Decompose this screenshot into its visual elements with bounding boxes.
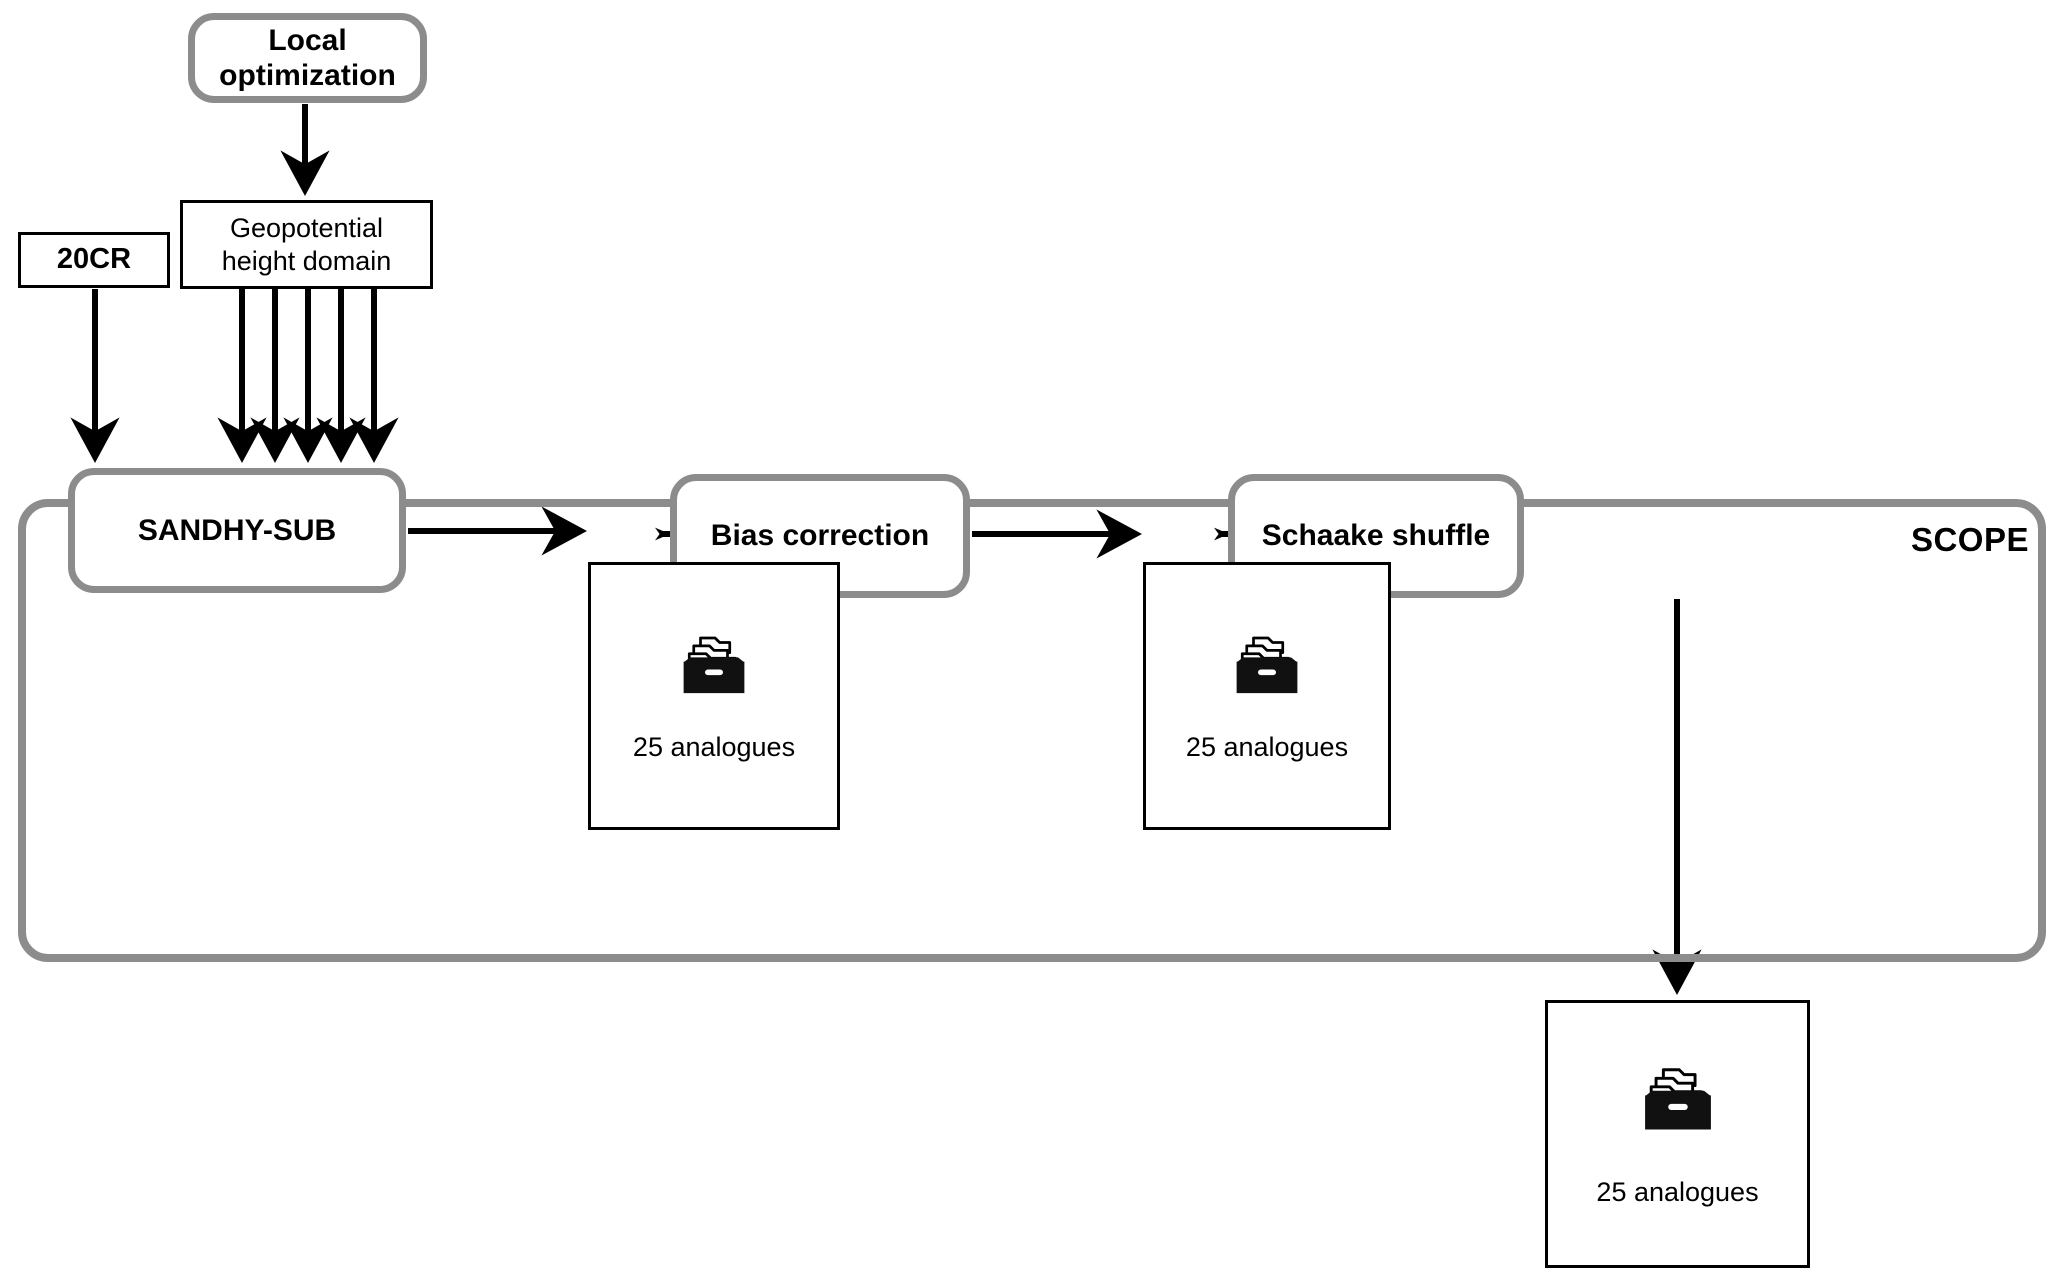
archive-box-icon <box>1639 1060 1717 1143</box>
node-geopotential-line1: Geopotential <box>229 212 384 243</box>
edge-geopotential-to-sandhy-sub <box>217 289 399 464</box>
scope-container <box>18 499 2046 962</box>
node-geopotential-label: Geopotential height domain <box>222 212 392 278</box>
node-local-optimization-line1: Local <box>268 23 347 57</box>
analogues-box-3-caption: 25 analogues <box>1596 1177 1759 1207</box>
node-local-optimization-label: Local optimization <box>219 23 396 94</box>
node-geopotential-line2: height domain <box>221 245 392 276</box>
node-sandhy-sub[interactable]: SANDHY-SUB <box>68 468 406 593</box>
node-sandhy-sub-label: SANDHY-SUB <box>137 513 337 547</box>
analogues-box-2-caption: 25 analogues <box>1185 732 1349 762</box>
scope-label: SCOPE <box>1910 521 2029 558</box>
node-schaake-shuffle-label: Schaake shuffle <box>1261 519 1491 553</box>
node-local-optimization-line2: optimization <box>219 59 396 92</box>
node-20cr[interactable]: 20CR <box>18 232 170 288</box>
node-local-optimization[interactable]: Local optimization <box>188 13 427 103</box>
analogues-box-2[interactable]: 25 analogues <box>1143 562 1391 830</box>
node-bias-correction-label: Bias correction <box>710 519 930 553</box>
analogues-box-1[interactable]: 25 analogues <box>588 562 840 830</box>
archive-box-icon <box>678 629 750 706</box>
analogues-box-3[interactable]: 25 analogues <box>1545 1000 1810 1268</box>
node-geopotential-height-domain[interactable]: Geopotential height domain <box>180 200 433 289</box>
archive-box-icon <box>1231 629 1303 706</box>
node-20cr-label: 20CR <box>56 243 132 276</box>
analogues-box-1-caption: 25 analogues <box>632 732 796 762</box>
